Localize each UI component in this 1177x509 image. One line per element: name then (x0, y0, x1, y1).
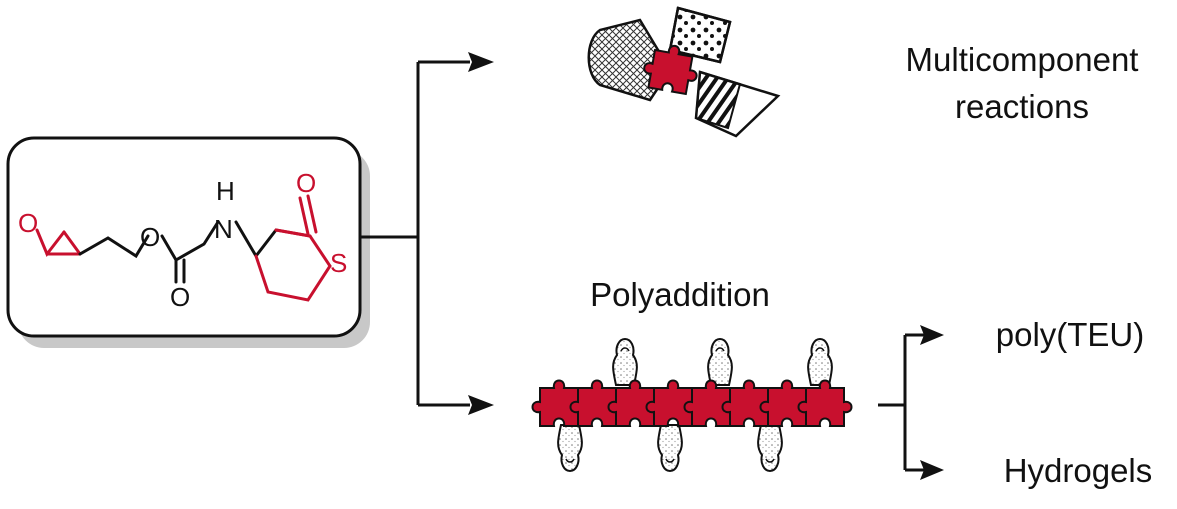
lactone-oxygen: O (296, 168, 316, 198)
polyaddition-label: Polyaddition (590, 276, 770, 313)
ester-oxygen: O (140, 222, 160, 252)
puzzle-pieces-icon (587, 6, 781, 138)
hydrogels-label: Hydrogels (1004, 452, 1153, 489)
epoxide-oxygen: O (18, 208, 38, 238)
multicomponent-label-line2: reactions (955, 88, 1089, 125)
ring-sulfur: S (330, 248, 347, 278)
amine-hydrogen: H (216, 176, 235, 206)
carbonyl-oxygen: O (170, 282, 190, 312)
multicomponent-label-line1: Multicomponent (906, 41, 1139, 78)
branch-arrows (360, 52, 944, 480)
puzzle-chain-icon (531, 338, 853, 472)
monomer-atom-labels: O O O N H O S (18, 168, 347, 312)
monomer-structure (35, 194, 332, 302)
poly-teu-label: poly(TEU) (996, 316, 1145, 353)
amine-nitrogen: N (214, 214, 233, 244)
